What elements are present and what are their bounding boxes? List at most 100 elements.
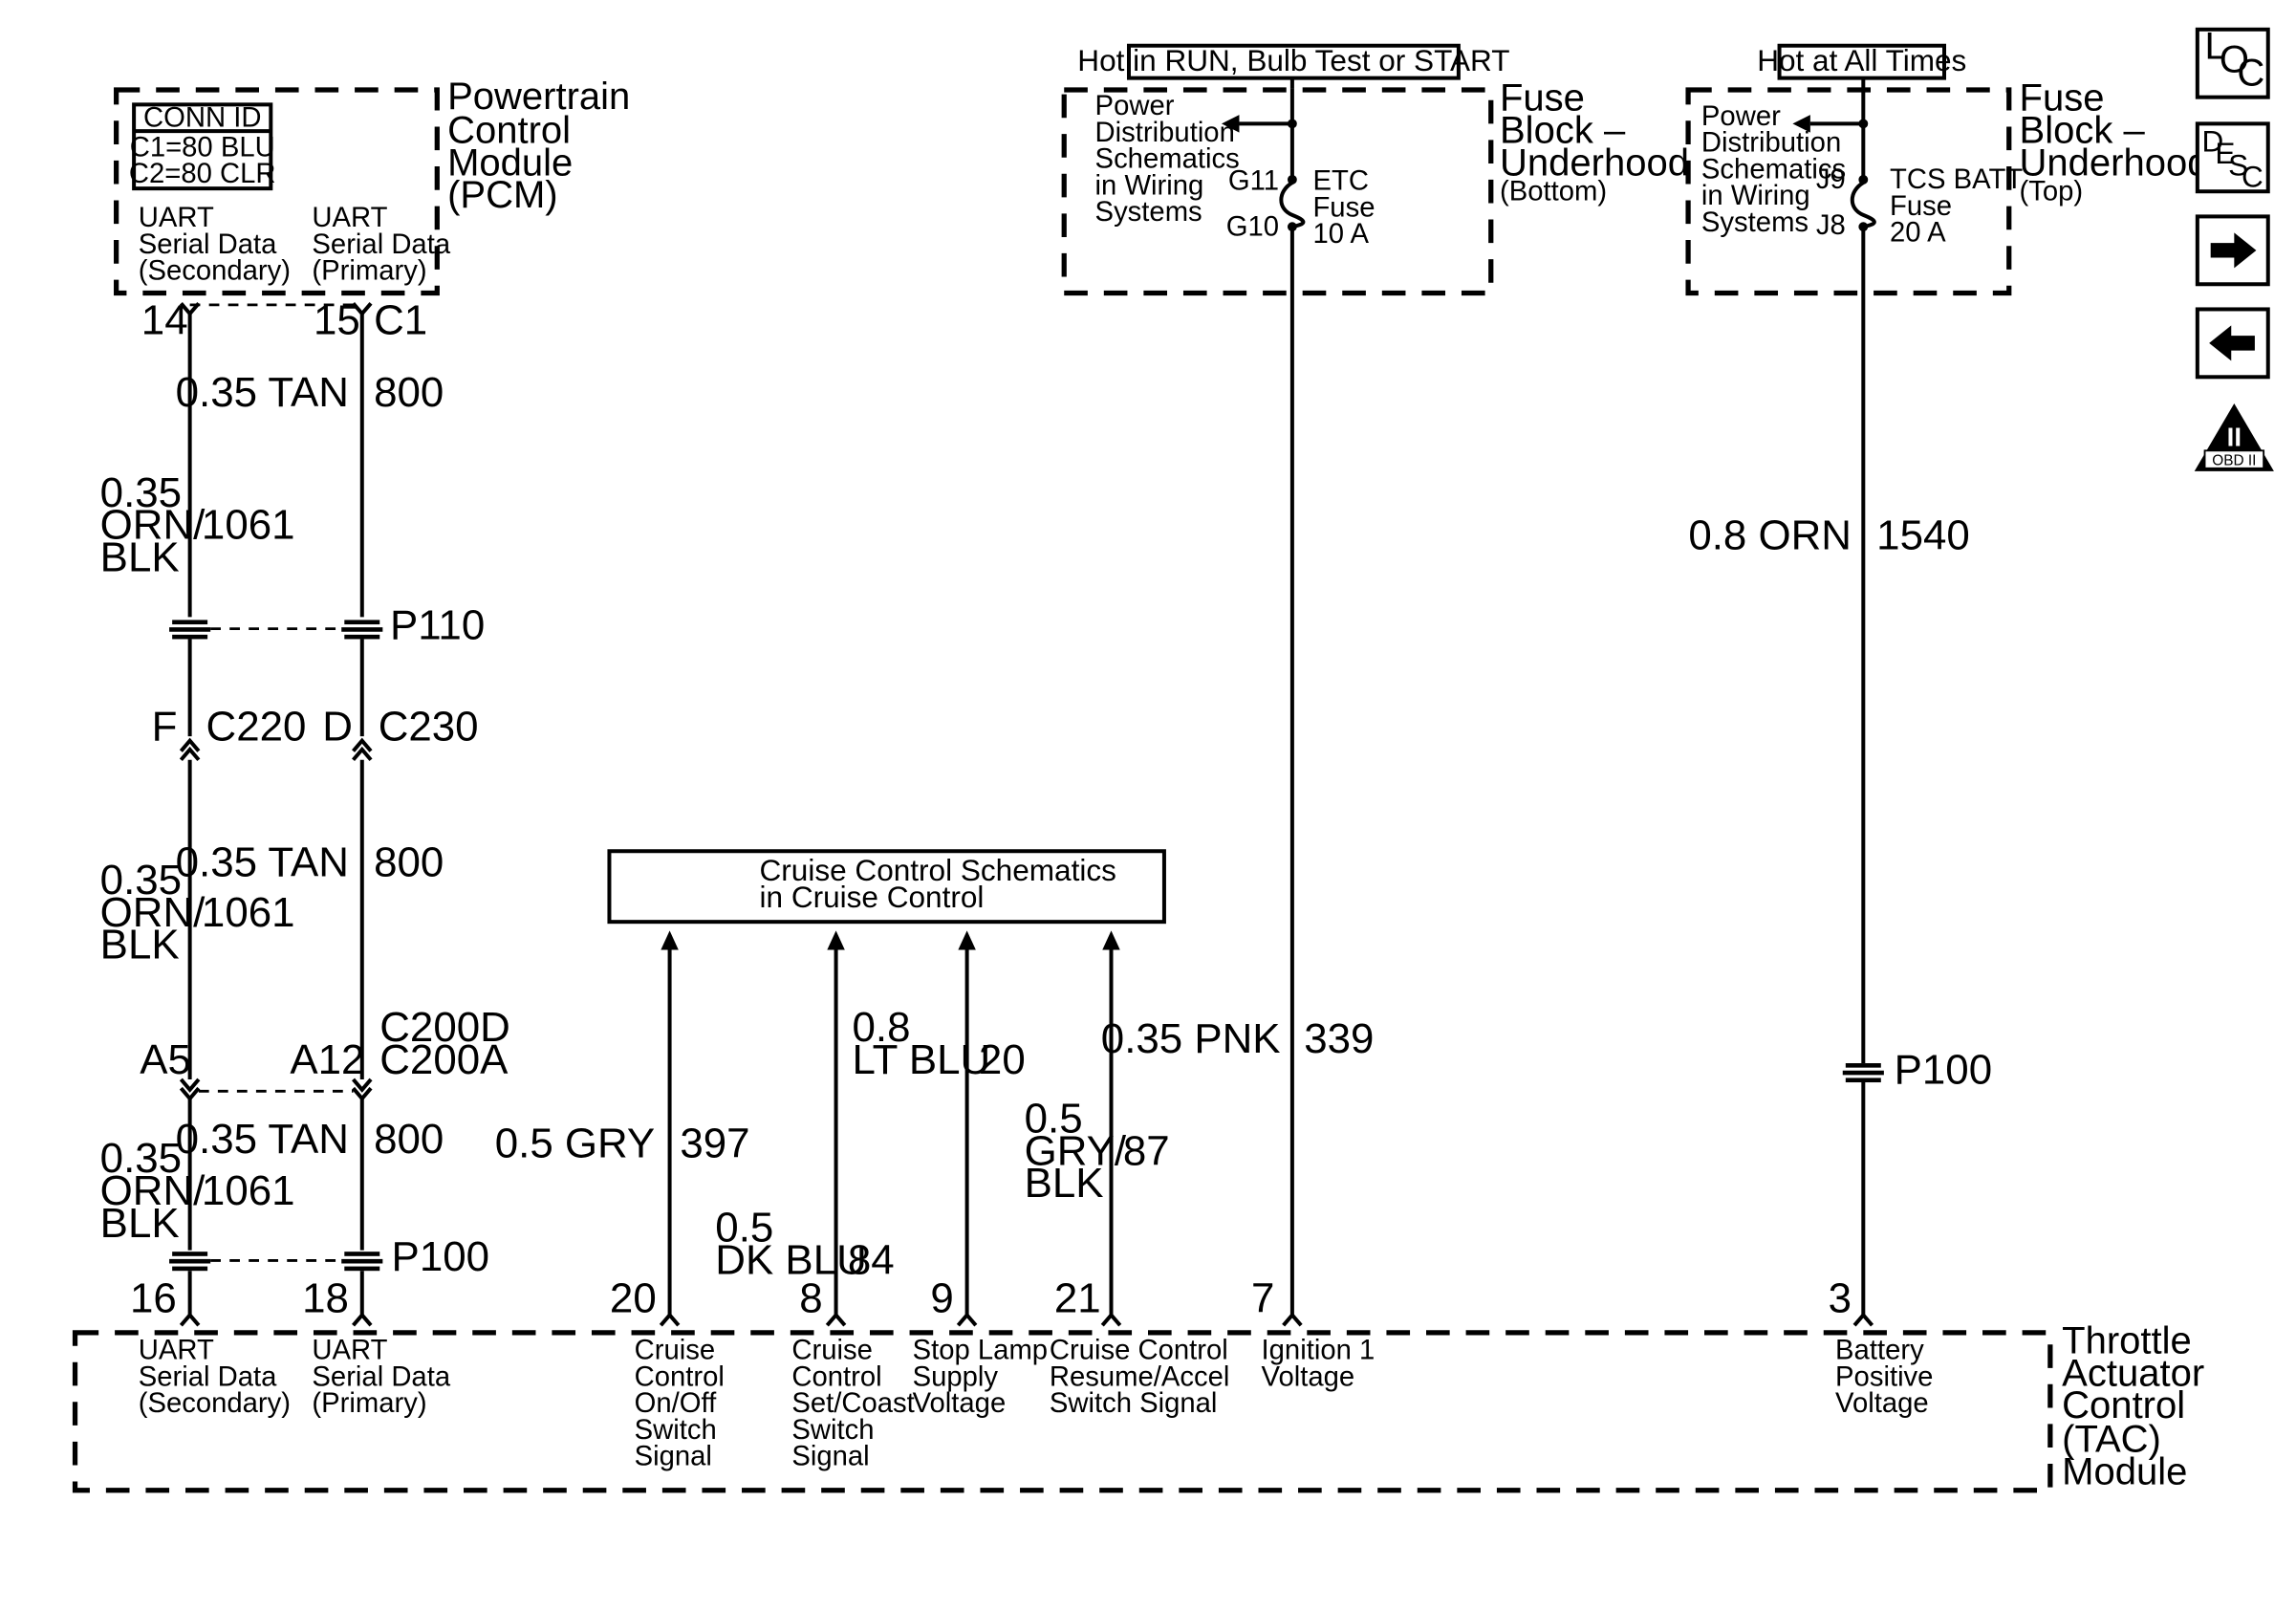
conn-id-row: C1=80 BLU <box>130 132 275 163</box>
wire-gauge-label: 0.5 <box>1025 1095 1083 1142</box>
obd-ii-icon[interactable]: II OBD II <box>2194 403 2274 471</box>
loc-letter: C <box>2237 52 2264 94</box>
tac-pin-label-line: Voltage <box>913 1388 1007 1419</box>
wire-circuit-label: 800 <box>374 838 444 885</box>
wire-gauge-label: 0.8 <box>853 1004 911 1051</box>
loc-letter: O <box>2220 38 2249 80</box>
tac-pin-label-line: Positive <box>1835 1361 1933 1392</box>
ref-text-line: Distribution <box>1701 128 1841 159</box>
connector-pin: F <box>152 704 178 751</box>
ref-text-line: Power <box>1701 101 1781 132</box>
tac-pin-label-line: (Secondary) <box>139 1388 291 1419</box>
tac-pin-label-line: Switch <box>635 1415 717 1446</box>
loc-icon[interactable]: L O C <box>2195 26 2270 99</box>
tac-pin-label-line: Battery <box>1835 1336 1924 1366</box>
tac-title-line: Module <box>2062 1451 2187 1493</box>
wire-circuit-label: 1061 <box>202 889 295 936</box>
arrow-right-icon[interactable] <box>2195 214 2270 287</box>
connector-c230: D C230 <box>322 704 479 762</box>
left-wiring: 0.35 TAN 800 0.35 ORN/ BLK 1061 P110 F C… <box>100 314 510 1316</box>
tac-pin-label-line: Signal <box>791 1442 869 1472</box>
tac-pin-label-line: Voltage <box>1262 1361 1355 1392</box>
tac-pin-label-line: Switch Signal <box>1050 1388 1218 1419</box>
pin-label-line: (Primary) <box>312 256 426 287</box>
obd-numeral: II <box>2227 423 2242 452</box>
pin-connector-symbol <box>956 1312 978 1327</box>
tac-pin-label-line: Set/Coast <box>791 1388 914 1419</box>
arrow-left-icon[interactable] <box>2195 307 2270 380</box>
tac-pin-label-line: UART <box>139 1336 214 1366</box>
wire-circuit-label: 1540 <box>1876 512 1970 558</box>
ref-text-line: Schematics <box>1095 144 1240 175</box>
wire-gauge-label: DK BLU <box>715 1236 866 1283</box>
wire-circuit-label: 20 <box>979 1036 1026 1083</box>
connector-pin: D <box>322 704 353 751</box>
fuse-label-line: TCS BATT <box>1890 164 2023 195</box>
tac-title-line: Actuator <box>2062 1352 2204 1394</box>
nav-icons: L O C D E S C II OBD II <box>2194 26 2274 471</box>
tac-title-line: Control <box>2062 1384 2185 1426</box>
cruise-control-reference: Cruise Control Schematics in Cruise Cont… <box>495 849 1170 1316</box>
tac-pin-label-line: Switch <box>791 1415 874 1446</box>
wire-gauge-label: ORN/ <box>100 889 206 936</box>
fuse-label-line: Fuse <box>1312 192 1375 223</box>
pin-connector-symbol <box>1100 1312 1122 1327</box>
tac-pin-label-line: Supply <box>913 1361 999 1392</box>
conn-id-row: C2=80 CLR <box>129 159 276 189</box>
wire-gauge-label: 0.35 <box>100 857 182 903</box>
tac-pin-label-line: Control <box>635 1361 725 1392</box>
wire-gauge-label: BLK <box>1025 1160 1104 1207</box>
tac-pin-number: 20 <box>610 1274 657 1321</box>
pcm-connector-name: C1 <box>374 297 427 344</box>
ref-text-line: Power <box>1095 91 1175 121</box>
wire-gauge-label: BLK <box>100 534 180 581</box>
desc-letter: S <box>2228 147 2248 182</box>
ref-text-line: in Wiring <box>1701 181 1810 211</box>
conn-id-table: CONN ID C1=80 BLU C2=80 CLR <box>129 102 276 191</box>
tac-pin-number: 8 <box>799 1274 822 1321</box>
wire-circuit-label: 1061 <box>202 502 295 549</box>
connector-c200: A5 A12 C200D C200A <box>140 1004 510 1102</box>
pin-label-line: (Secondary) <box>139 256 291 287</box>
desc-icon[interactable]: D E S C <box>2195 121 2270 194</box>
fuse-label-line: ETC <box>1312 166 1368 197</box>
wire-circuit-label: 1061 <box>202 1167 295 1214</box>
desc-letter: D <box>2201 124 2223 159</box>
tac-pin-label-line: Cruise <box>791 1336 873 1366</box>
wire-circuit-label: 800 <box>374 1116 444 1163</box>
tac-pin-label-line: UART <box>312 1336 387 1366</box>
hot-label: Hot at All Times <box>1757 43 1966 77</box>
tac-pin-label-line: Voltage <box>1835 1388 1929 1419</box>
tac-pin-number: 9 <box>930 1274 953 1321</box>
tac-pin-label-line: Stop Lamp <box>913 1336 1048 1366</box>
fuse-terminal: J8 <box>1816 210 1846 241</box>
wire-circuit-label: 397 <box>680 1121 749 1167</box>
tac-pin-label-line: Cruise <box>635 1336 716 1366</box>
hot-label: Hot in RUN, Bulb Test or START <box>1077 43 1509 77</box>
fuse-block-subtitle: (Top) <box>2020 176 2084 207</box>
tac-pin-number: 16 <box>130 1274 177 1321</box>
fuse-label-line: Fuse <box>1890 191 1952 222</box>
tac-pin-label-line: Signal <box>635 1442 712 1472</box>
pin-connector-symbol <box>352 1312 373 1327</box>
wire-gauge-label: 0.35 TAN <box>176 838 349 885</box>
tac-pin-label-line: Control <box>791 1361 881 1392</box>
pcm-title-line: Module <box>447 142 573 184</box>
wire-gauge-label: 0.35 <box>100 469 182 516</box>
pin-connector-symbol <box>1282 1312 1303 1327</box>
connector-name: C200D <box>379 1004 510 1051</box>
pin-label-line: Serial Data <box>139 229 277 260</box>
splice-p100-left: P100 <box>169 1233 489 1280</box>
fuse-terminal: J9 <box>1816 164 1846 195</box>
pcm-pin-primary-label: UART Serial Data (Primary) <box>312 203 450 286</box>
wire-gauge-label: LT BLU <box>853 1036 991 1083</box>
tac-pin-label-line: (Primary) <box>312 1388 426 1419</box>
wire-gauge-label: 0.5 <box>715 1204 773 1251</box>
